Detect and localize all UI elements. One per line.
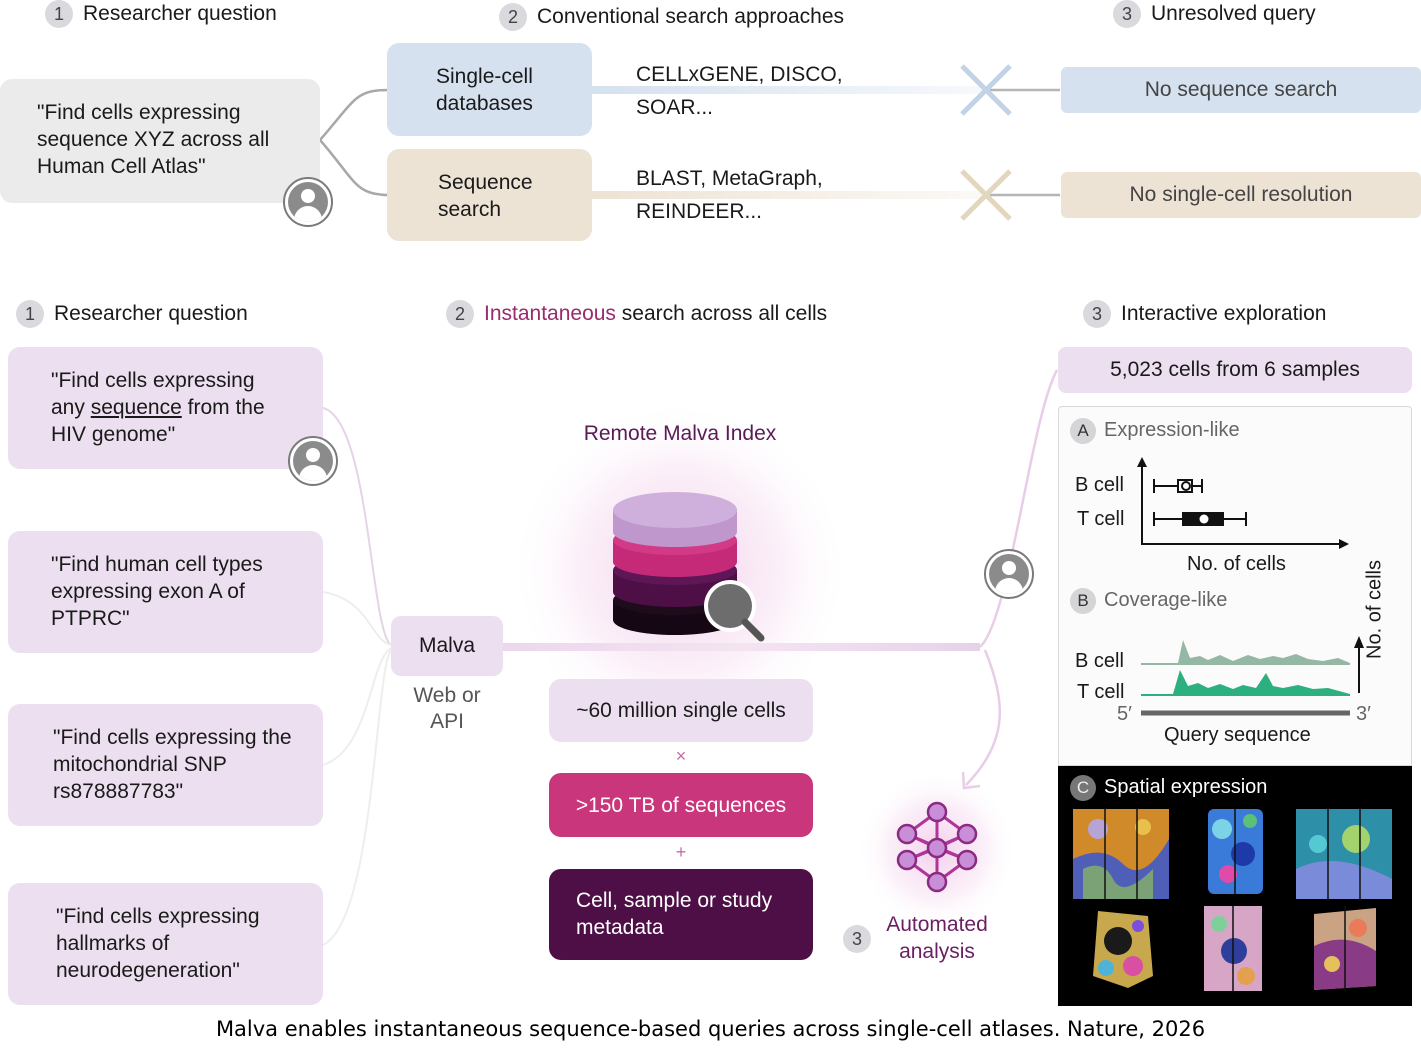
neural-network-icon [896,801,978,893]
panel-b-five-prime: 5′ [1117,703,1132,725]
singlecell-examples: CELLxGENE, DISCO, SOAR... [636,63,843,119]
result-header: 5,023 cells from 6 samples [1058,347,1412,393]
step-number: 2 [499,3,527,31]
question-box-neurodegeneration: "Find cells expressing hallmarks of neur… [8,883,323,1005]
bottom-step-3: 3 Interactive exploration [1083,300,1326,328]
panel-b-row-tcell: T cell [1077,681,1125,703]
database-search-icon [613,492,765,642]
step-label-highlight: Instantaneous [484,302,616,325]
top-question-box: "Find cells expressing sequence XYZ acro… [0,79,320,203]
automated-step-number: 3 [843,925,871,953]
step-label: Conventional search approaches [537,5,845,28]
top-question-text: "Find cells expressing sequence XYZ acro… [37,101,270,178]
cross-icon [960,64,1012,116]
index-title: Remote Malva Index [583,422,777,445]
singlecell-databases-label: Single-cell databases [436,65,533,115]
panel-b-three-prime: 3′ [1356,703,1371,725]
panel-a-row-bcell: B cell [1075,474,1124,496]
sequence-search-label: Sequence search [438,171,533,221]
step-label: Researcher question [54,302,248,325]
step-label: Interactive exploration [1121,302,1327,325]
user-icon [288,436,338,486]
cross-icon [960,169,1012,221]
spatial-tissue-image [1296,809,1392,899]
sequence-examples: BLAST, MetaGraph, REINDEER... [636,167,823,223]
automated-analysis-label: Automated analysis [886,913,988,963]
figure-caption: Malva enables instantaneous sequence-bas… [215,1017,1206,1041]
bottom-step-2: 2 Instantaneous search across all cells [446,300,827,328]
metadata-box: Cell, sample or study metadata [549,869,813,960]
bottom-step-1: 1 Researcher question [16,300,248,328]
spatial-tissue-image [1314,906,1376,991]
spatial-tissue-image [1093,911,1153,988]
step-number: 3 [1113,0,1141,28]
question-box-hiv: "Find cells expressing any sequence from… [8,347,323,469]
panel-b-ylabel: No. of cells [1363,560,1386,659]
sequences-size-box: >150 TB of sequences [549,773,813,837]
step-number: 1 [45,0,73,28]
singlecell-databases-box: Single-cell databases [387,43,592,136]
spatial-tissue-image [1204,906,1262,991]
panel-a-xlabel: No. of cells [1187,553,1286,575]
no-sequence-search-box: No sequence search [1061,67,1421,113]
user-icon [984,549,1034,599]
times-sign: × [675,746,687,766]
spatial-tissue-image [1208,809,1263,894]
malva-access-label: Web or API [413,684,481,733]
sequence-search-box: Sequence search [387,149,592,241]
step-number: 3 [1083,300,1111,328]
malva-node: Malva [391,616,503,676]
step-label: Researcher question [83,2,277,25]
panel-a-row-tcell: T cell [1077,508,1125,530]
top-step-3: 3 Unresolved query [1113,0,1316,28]
top-step-1: 1 Researcher question [45,0,277,28]
plus-sign: + [675,842,687,862]
question-box-snp: "Find cells expressing the mitochondrial… [8,704,323,826]
exploration-panel [1058,406,1412,766]
step-label-rest: search across all cells [615,302,828,325]
cells-count-box: ~60 million single cells [549,679,813,742]
step-number: 2 [446,300,474,328]
coverage-plot [1141,636,1364,716]
user-icon [283,177,333,227]
step-label: Unresolved query [1151,2,1316,25]
expression-boxplot [1137,457,1349,549]
spatial-tissue-image [1073,809,1169,899]
top-step-2: 2 Conventional search approaches [499,3,844,31]
no-singlecell-resolution-box: No single-cell resolution [1061,172,1421,218]
panel-b-row-bcell: B cell [1075,650,1124,672]
panel-b-xlabel: Query sequence [1164,724,1311,746]
question-box-ptprc: "Find human cell types expressing exon A… [8,531,323,653]
step-number: 1 [16,300,44,328]
